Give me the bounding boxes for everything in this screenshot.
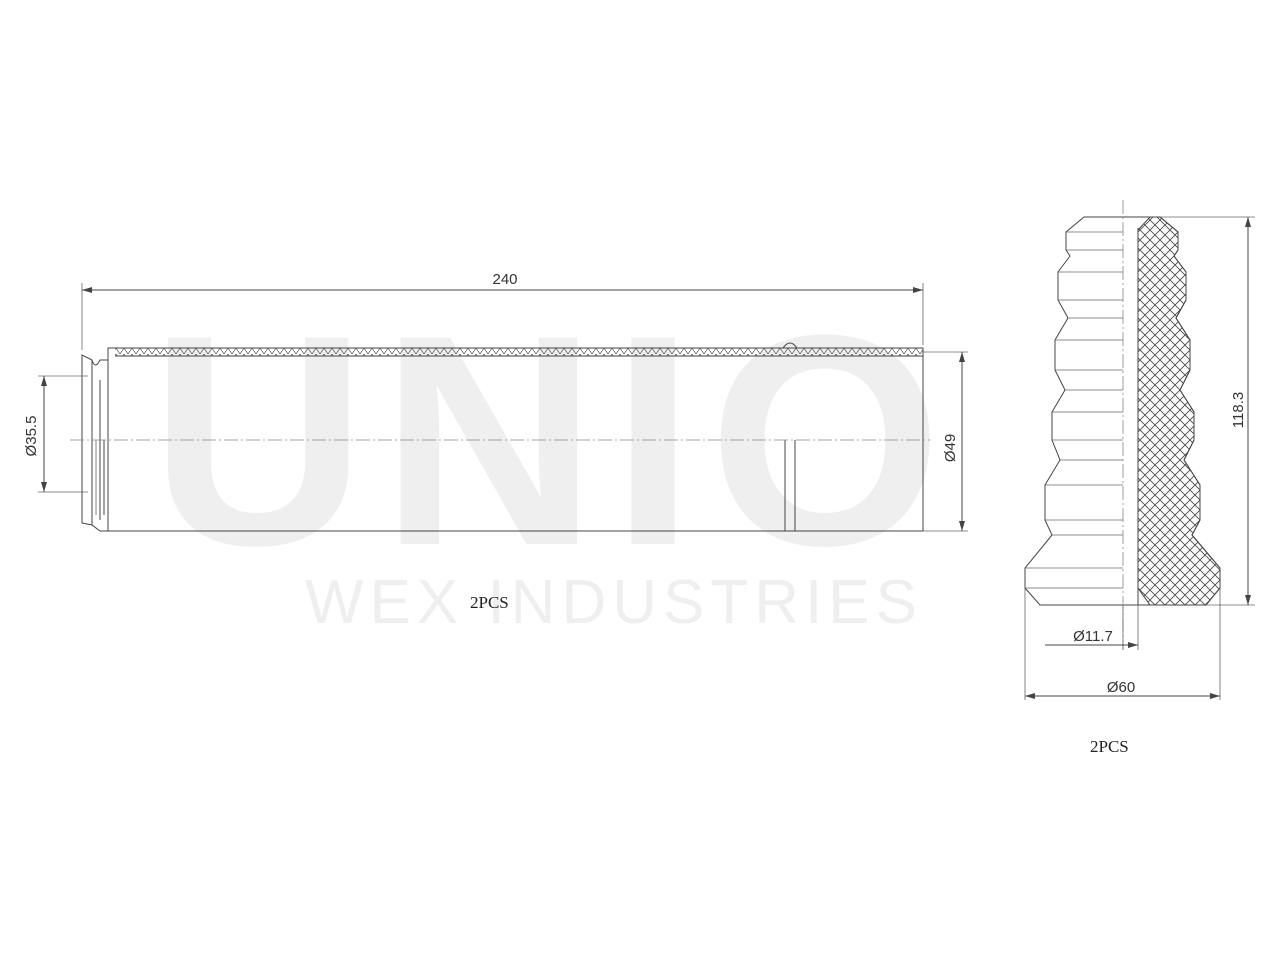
dim-bore-diameter: Ø11.7 bbox=[1073, 628, 1113, 645]
dim-outer-diameter: Ø49 bbox=[942, 434, 959, 462]
dim-inner-diameter: Ø35.5 bbox=[23, 416, 40, 457]
dust-cover-view bbox=[38, 283, 968, 532]
dim-height: 118.3 bbox=[1230, 392, 1247, 428]
dim-base-diameter: Ø60 bbox=[1107, 679, 1135, 696]
bump-stop-view bbox=[1024, 200, 1255, 700]
quantity-left: 2PCS bbox=[470, 593, 509, 612]
watermark-subtitle: WEX INDUSTRIES bbox=[305, 568, 923, 637]
quantity-right: 2PCS bbox=[1090, 737, 1129, 756]
dim-length-240: 240 bbox=[492, 271, 517, 288]
